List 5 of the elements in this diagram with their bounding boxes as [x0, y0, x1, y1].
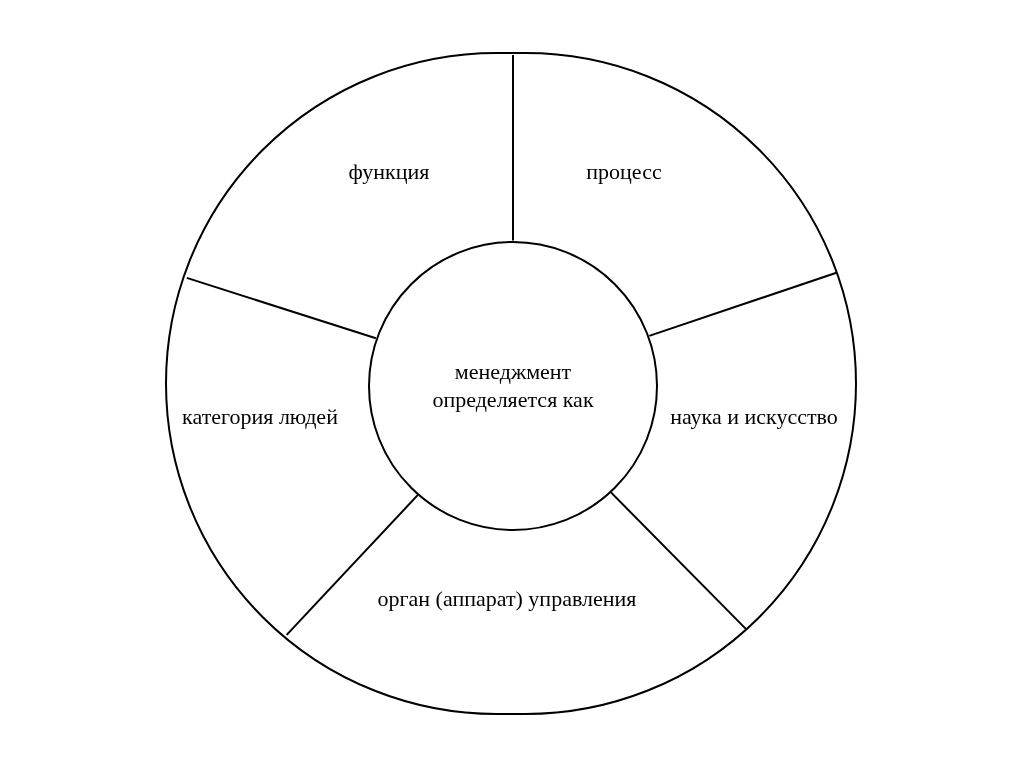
- sector-label: орган (аппарат) управления: [377, 569, 637, 629]
- sector-label: процесс: [524, 142, 724, 202]
- sector-label: функция: [289, 142, 489, 202]
- sector-label: наука и искусство: [669, 387, 839, 447]
- sector-label: категория людей: [175, 387, 345, 447]
